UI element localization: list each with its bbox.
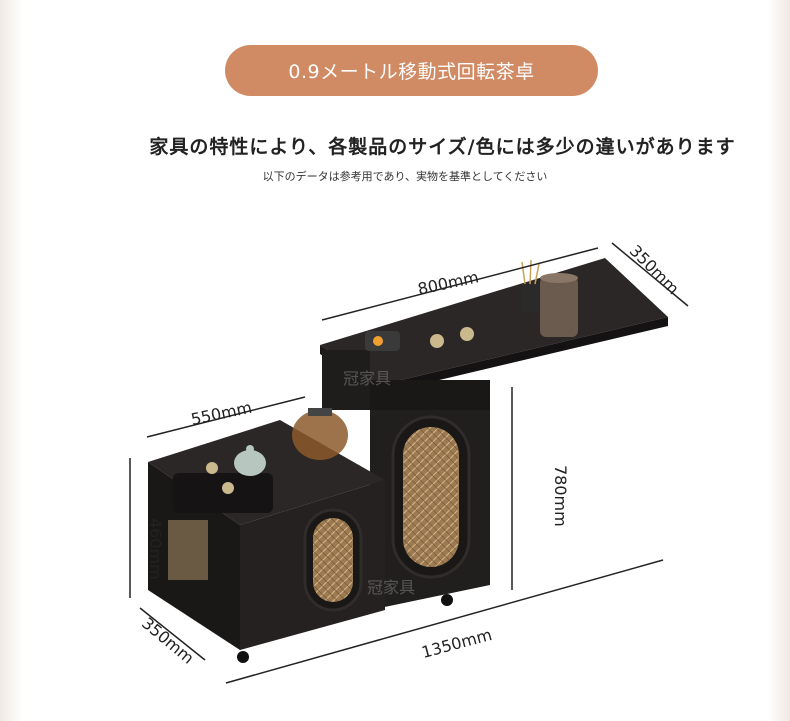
support-column bbox=[322, 350, 370, 410]
utensil-holder bbox=[521, 259, 540, 312]
dim-height-high: 780mm bbox=[551, 465, 570, 527]
wireless-charger bbox=[365, 331, 400, 351]
kettle bbox=[292, 408, 348, 460]
teapot bbox=[234, 445, 266, 476]
dim-height-low: 460mm bbox=[146, 518, 165, 580]
tea-cup bbox=[430, 334, 444, 348]
disclaimer-note: 以下のデータは参考用であり、実物を基準としてください bbox=[262, 170, 548, 183]
watermark: 冠家具 bbox=[367, 578, 415, 597]
title-banner: 0.9メートル移動式回転茶卓 bbox=[225, 45, 598, 96]
watermark: 冠家具 bbox=[343, 369, 391, 388]
dim-tray-width: 550mm bbox=[189, 398, 253, 429]
tea-cup bbox=[460, 327, 474, 341]
tea-tray bbox=[173, 473, 273, 513]
dimension-lines bbox=[129, 242, 689, 684]
open-shelf bbox=[168, 520, 208, 580]
caster-wheel bbox=[237, 651, 249, 663]
disclaimer-heading: 家具の特性により、各製品のサイズ/色には多少の違いがあります bbox=[149, 136, 736, 158]
tea-canister bbox=[540, 273, 578, 337]
low-cabinet bbox=[148, 420, 385, 650]
tea-cup bbox=[222, 482, 234, 494]
dim-total-width: 1350mm bbox=[420, 625, 494, 662]
caster-wheel bbox=[441, 594, 453, 606]
dim-base-depth: 350mm bbox=[138, 613, 197, 667]
dim-top-width: 800mm bbox=[416, 267, 480, 298]
tall-cabinet bbox=[370, 380, 490, 610]
tea-cup bbox=[206, 462, 218, 474]
